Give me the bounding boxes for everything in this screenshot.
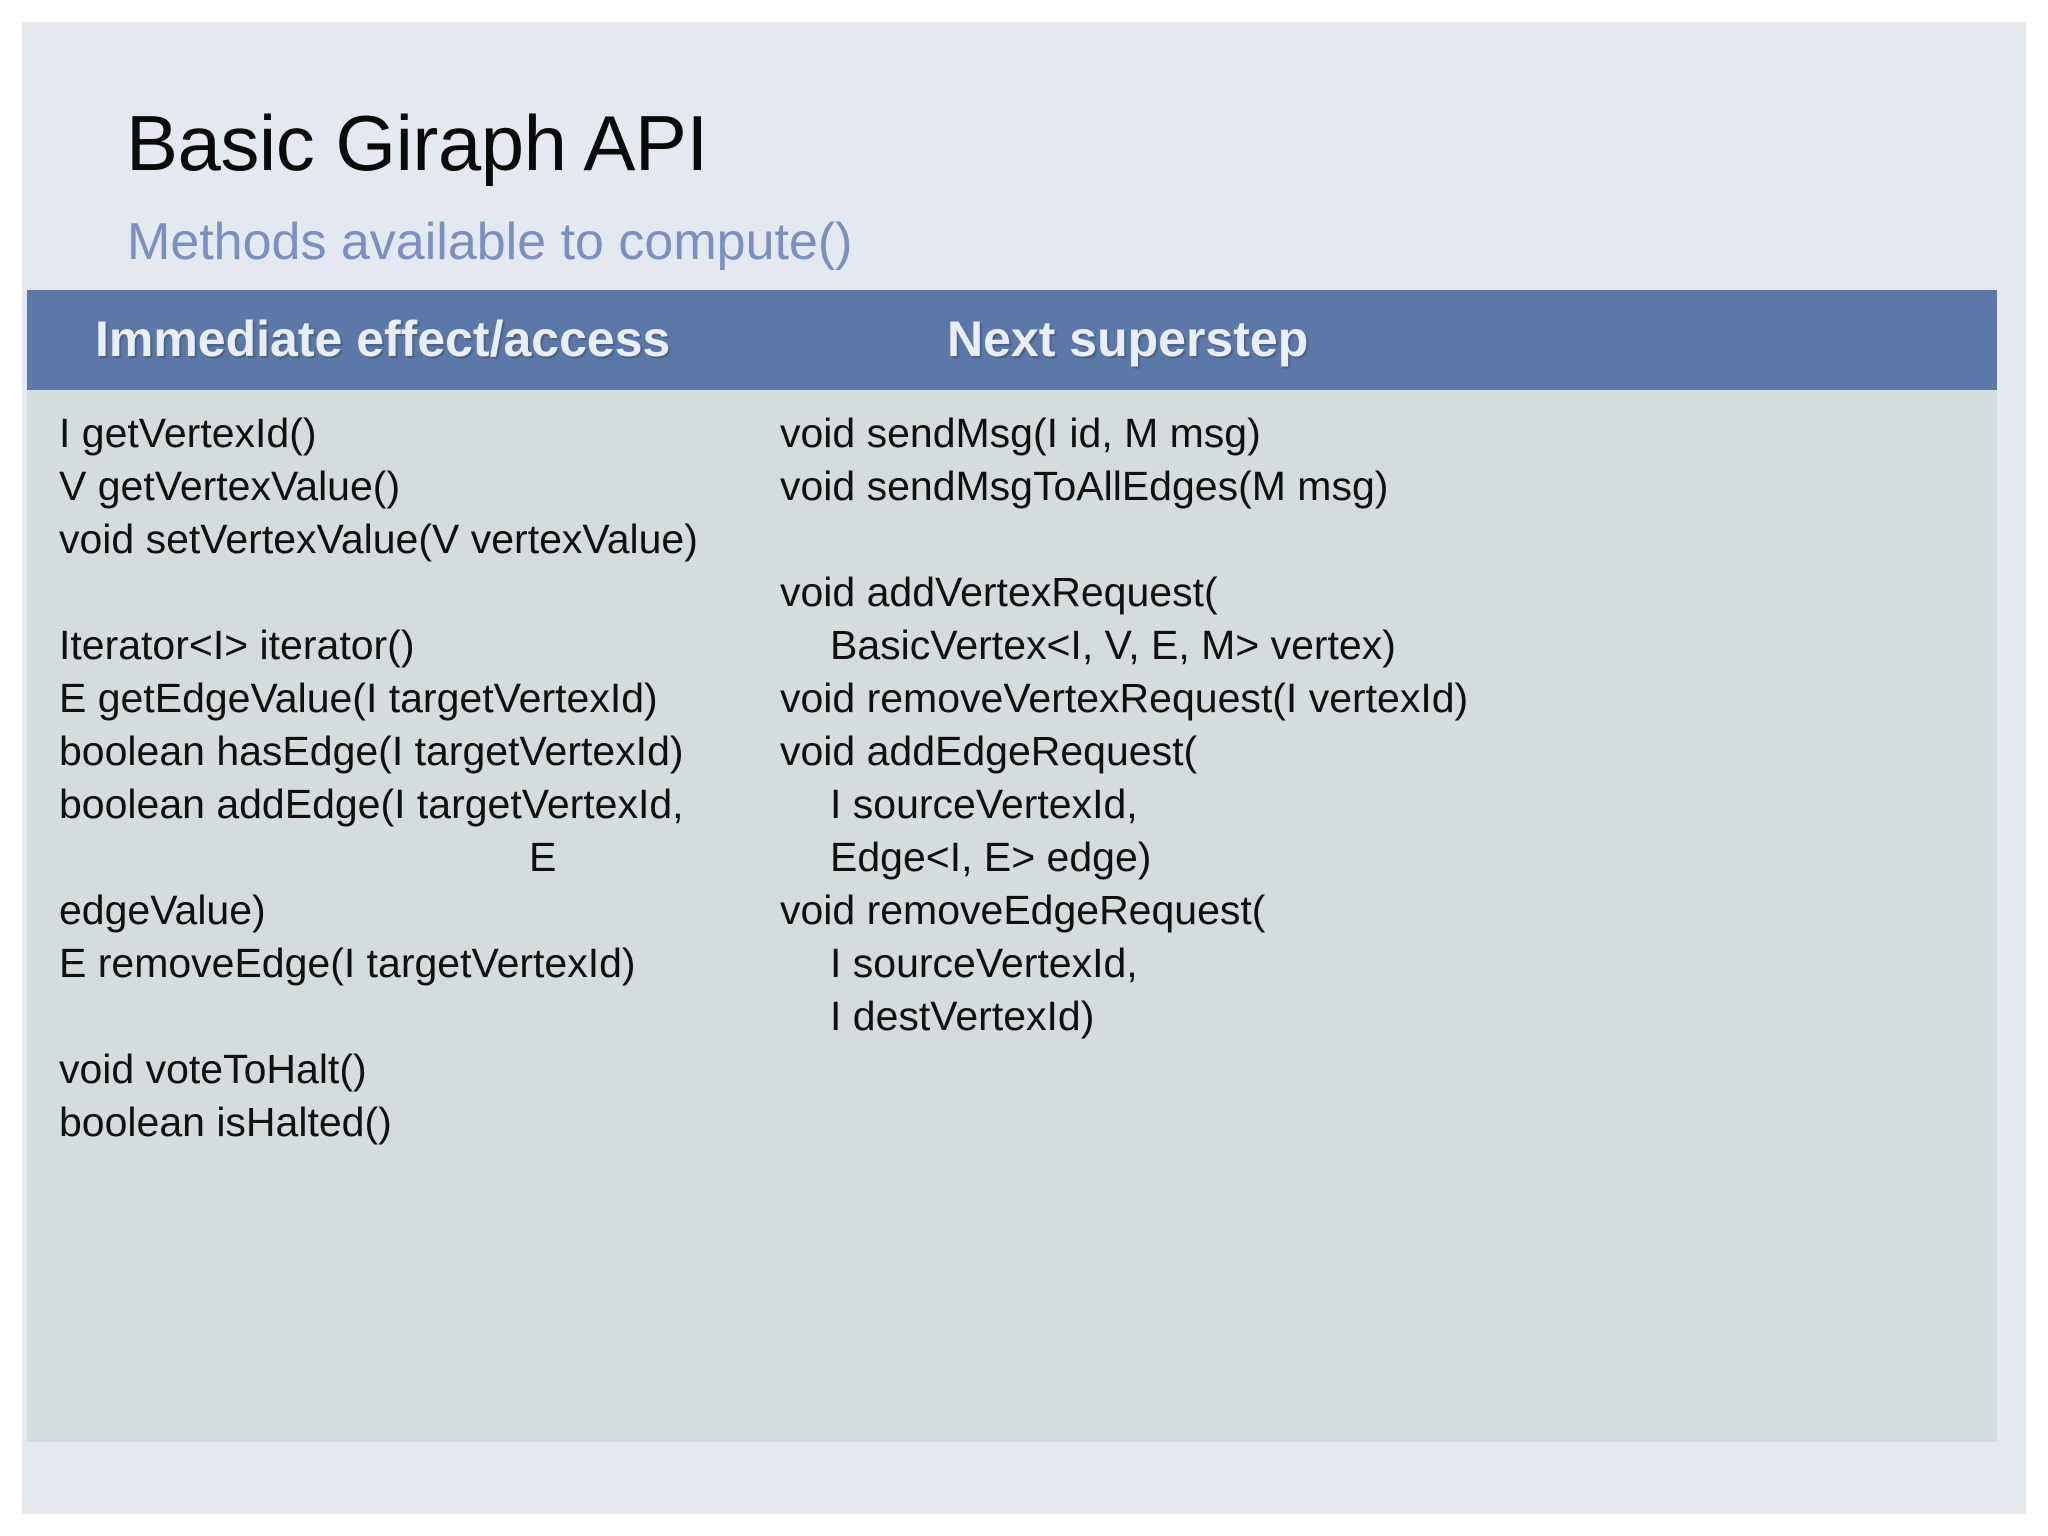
- next-superstep-method-line: void sendMsg(I id, M msg): [780, 410, 1261, 456]
- immediate-effect-method-line: edgeValue): [59, 887, 266, 933]
- immediate-effect-method-line: boolean hasEdge(I targetVertexId): [59, 728, 684, 774]
- next-superstep-method-line: void removeEdgeRequest(: [780, 887, 1266, 933]
- column-header-next-superstep: Next superstep: [947, 311, 1309, 367]
- page-subtitle: Methods available to compute(): [127, 213, 853, 271]
- page-title: Basic Giraph API: [126, 99, 708, 187]
- immediate-effect-method-line: E getEdgeValue(I targetVertexId): [59, 675, 658, 721]
- method-list-spacer: [59, 990, 779, 1043]
- immediate-effect-method-line: boolean isHalted(): [59, 1099, 392, 1145]
- immediate-effect-method-line: Iterator<I> iterator(): [59, 622, 415, 668]
- next-superstep-method-line: I sourceVertexId,: [830, 940, 1138, 986]
- immediate-effect-method-list: I getVertexId() V getVertexValue() void se…: [59, 407, 779, 1149]
- api-method-table: Immediate effect/access Next superstep I…: [27, 290, 1997, 1442]
- table-body: I getVertexId() V getVertexValue() void se…: [27, 390, 1997, 1442]
- table-header-row: Immediate effect/access Next superstep: [27, 290, 1997, 390]
- immediate-effect-method-line: void setVertexValue(V vertexValue): [59, 516, 698, 562]
- method-list-spacer: [780, 513, 1980, 566]
- next-superstep-method-line: void addVertexRequest(: [780, 569, 1218, 615]
- next-superstep-method-line: void removeVertexRequest(I vertexId): [780, 675, 1469, 721]
- immediate-effect-method-line: void voteToHalt(): [59, 1046, 367, 1092]
- column-header-immediate-effect: Immediate effect/access: [95, 311, 671, 367]
- next-superstep-method-line: BasicVertex<I, V, E, M> vertex): [830, 622, 1396, 668]
- immediate-effect-method-line: E removeEdge(I targetVertexId): [59, 940, 636, 986]
- immediate-effect-method-line: V getVertexValue(): [59, 463, 401, 509]
- next-superstep-method-line: I sourceVertexId,: [830, 781, 1138, 827]
- method-list-spacer: [59, 566, 779, 619]
- next-superstep-method-line: Edge<I, E> edge): [830, 834, 1152, 880]
- title-block: Basic Giraph API Methods available to co…: [22, 22, 2026, 292]
- immediate-effect-method-line: E: [529, 834, 557, 880]
- immediate-effect-method-line: boolean addEdge(I targetVertexId,: [59, 781, 684, 827]
- slide: Basic Giraph API Methods available to co…: [22, 22, 2026, 1514]
- next-superstep-method-line: I destVertexId): [830, 993, 1095, 1039]
- next-superstep-method-line: void sendMsgToAllEdges(M msg): [780, 463, 1389, 509]
- next-superstep-method-line: void addEdgeRequest(: [780, 728, 1198, 774]
- next-superstep-method-list: void sendMsg(I id, M msg) void sendMsgToA…: [780, 407, 1980, 1043]
- immediate-effect-method-line: I getVertexId(): [59, 410, 317, 456]
